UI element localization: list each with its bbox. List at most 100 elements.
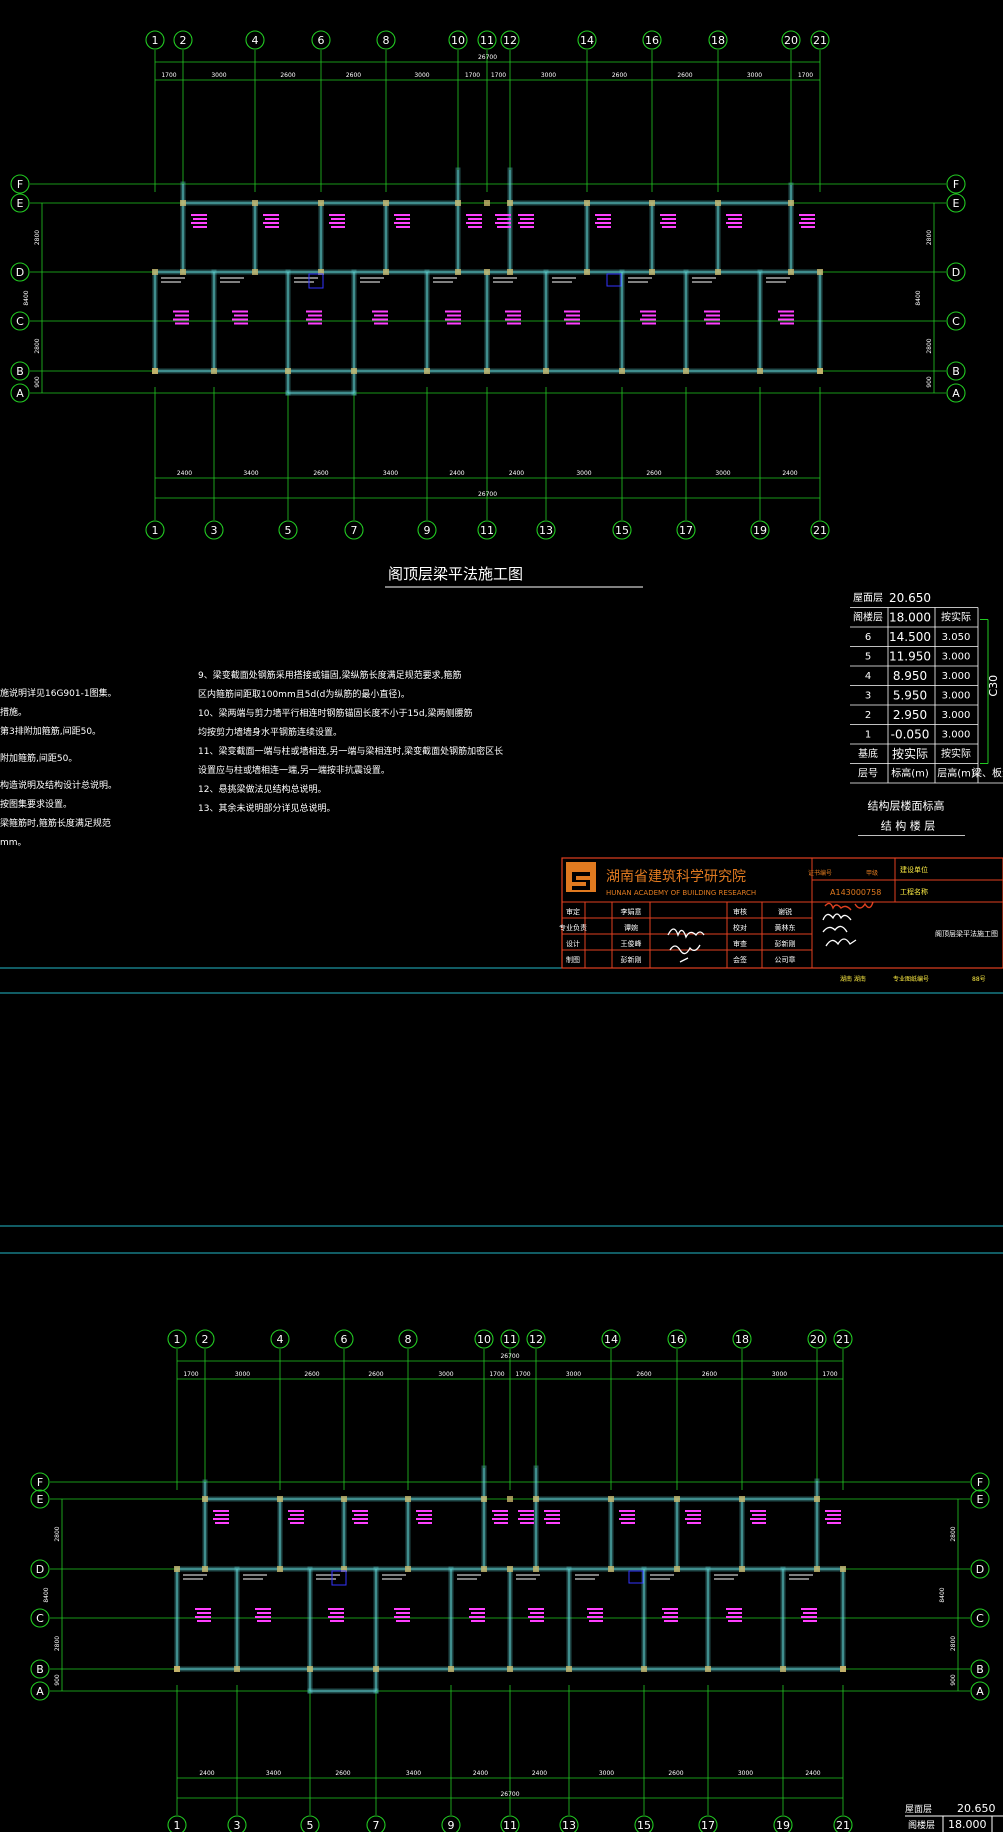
red-stamp <box>824 901 874 911</box>
dim-vert-0-0: 2800 <box>54 1526 61 1541</box>
elev-floor-6: 2 <box>865 710 871 721</box>
axis-bubble-right-B <box>946 361 966 381</box>
elev-value-1: 18.000 <box>889 611 931 625</box>
axis-bubble-right-F <box>946 174 966 194</box>
column-11 <box>383 269 389 275</box>
axis-label-bottom-11: 11 <box>480 524 494 537</box>
dim-vert-0-2: 900 <box>34 376 41 388</box>
dim-vert-0-0: 2800 <box>34 230 41 245</box>
column-24 <box>788 200 794 206</box>
dim-bottom-0: 2400 <box>199 1770 214 1777</box>
axis-bubble-top-14 <box>577 30 597 50</box>
column-6 <box>252 200 258 206</box>
note-left-1: 施说明详见16G901-1图集。 <box>0 689 117 699</box>
elev-height-4: 3.000 <box>942 671 971 682</box>
axis-label-bottom-21: 21 <box>836 1819 850 1832</box>
column-21 <box>674 1566 680 1572</box>
axis-bubble-right-B <box>970 1659 990 1679</box>
axis-bubble-left-F <box>10 174 30 194</box>
dim-top-2: 2600 <box>304 1371 319 1378</box>
axis-label-bottom-9: 9 <box>448 1819 455 1832</box>
axis-label-top-10: 10 <box>451 34 465 47</box>
axis-label-bottom-3: 3 <box>234 1819 241 1832</box>
note-12: 12、悬挑梁做法见结构总说明。 <box>198 785 327 795</box>
elev-floor-0: 屋面层 <box>853 592 883 604</box>
note-9a: 9、梁变截面处钢筋采用搭接或锚固,梁纵筋长度满足规范要求,箍筋 <box>198 671 462 681</box>
floor-elevation-table-partial: 屋面层 20.650 阁楼层 18.000 <box>905 1802 1003 1832</box>
elev-height-5: 3.000 <box>942 691 971 702</box>
axis-bubble-top-12 <box>526 1329 546 1349</box>
elev-header-elev: 标高(m) <box>891 767 929 780</box>
column-14 <box>484 200 490 206</box>
dim-top-10: 3000 <box>772 1371 787 1378</box>
axis-bubble-top-16 <box>642 30 662 50</box>
axis-bubble-left-B <box>30 1659 50 1679</box>
axis-label-left-C: C <box>36 1612 44 1625</box>
concrete-grade: C30 <box>987 675 1000 697</box>
role-2: 设计 <box>566 939 580 948</box>
dim-vert-1-1: 2800 <box>950 1636 957 1651</box>
axis-label-top-11: 11 <box>480 34 494 47</box>
dim-vert-1-2: 900 <box>950 1674 957 1686</box>
dim-bottom-5: 2400 <box>532 1770 547 1777</box>
dim-top-3: 2600 <box>368 1371 383 1378</box>
cert-grade: 甲级 <box>866 869 878 877</box>
dim-vert-1-1: 2800 <box>926 338 933 353</box>
axis-bubble-top-18 <box>708 30 728 50</box>
axis-bubble-bottom-9 <box>417 520 437 540</box>
axis-label-left-C: C <box>16 315 24 328</box>
elev-height-7: 3.000 <box>942 730 971 741</box>
axis-label-top-16: 16 <box>670 1333 684 1346</box>
axis-bubble-right-D <box>970 1559 990 1579</box>
axis-bubble-top-4 <box>245 30 265 50</box>
elev-floor-5: 3 <box>865 691 871 702</box>
axis-bubble-right-C <box>946 311 966 331</box>
elev-header-height: 层高(m) <box>937 767 975 780</box>
column-28 <box>307 1666 313 1672</box>
axis-bubble-top-12 <box>500 30 520 50</box>
column-20 <box>674 1496 680 1502</box>
axis-label-top-2: 2 <box>180 34 187 47</box>
axis-bubble-left-A <box>10 383 30 403</box>
axis-label-bottom-9: 9 <box>424 524 431 537</box>
axis-bubble-left-E <box>30 1489 50 1509</box>
dim-top-10: 3000 <box>747 72 762 79</box>
dim-bottom-9: 2400 <box>805 1770 820 1777</box>
axis-bubble-top-1 <box>145 30 165 50</box>
axis-bubble-bottom-5 <box>300 1815 320 1832</box>
axis-label-bottom-5: 5 <box>285 524 292 537</box>
dim-top-3: 2600 <box>346 72 361 79</box>
axis-bubble-left-C <box>30 1608 50 1628</box>
dim-top-8: 2600 <box>636 1371 651 1378</box>
column-33 <box>619 368 625 374</box>
column-12 <box>455 200 461 206</box>
role-name-2: 王俊峰 <box>621 939 642 948</box>
column-16 <box>507 200 513 206</box>
axis-label-bottom-19: 19 <box>753 524 767 537</box>
axis-label-bottom-17: 17 <box>679 524 693 537</box>
column-10 <box>383 200 389 206</box>
dim-bottom-4: 2400 <box>473 1770 488 1777</box>
axis-label-right-A: A <box>952 387 960 400</box>
axis-label-left-E: E <box>37 1493 44 1506</box>
axis-label-right-D: D <box>976 1563 984 1576</box>
column-23 <box>739 1566 745 1572</box>
sheet-separators <box>0 967 1003 1254</box>
dim-vert-total-0: 8400 <box>23 290 30 305</box>
column-9 <box>318 269 324 275</box>
axis-bubble-top-21 <box>810 30 830 50</box>
elev-caption-2: 结 构 楼 层 <box>881 819 936 833</box>
column-7 <box>252 269 258 275</box>
dim-top-11: 1700 <box>798 72 813 79</box>
axis-label-right-C: C <box>976 1612 984 1625</box>
axis-bubble-top-11 <box>477 30 497 50</box>
axis-bubble-top-8 <box>398 1329 418 1349</box>
role-name-0: 李娟意 <box>621 907 642 916</box>
note-left-4: 附加箍筋,间距50。 <box>0 754 78 764</box>
dim-vert-total-0: 8400 <box>43 1587 50 1602</box>
note-11b: 设置应与柱或墙相连一端,另一端按非抗震设置。 <box>198 766 390 776</box>
dim-top-4: 3000 <box>438 1371 453 1378</box>
